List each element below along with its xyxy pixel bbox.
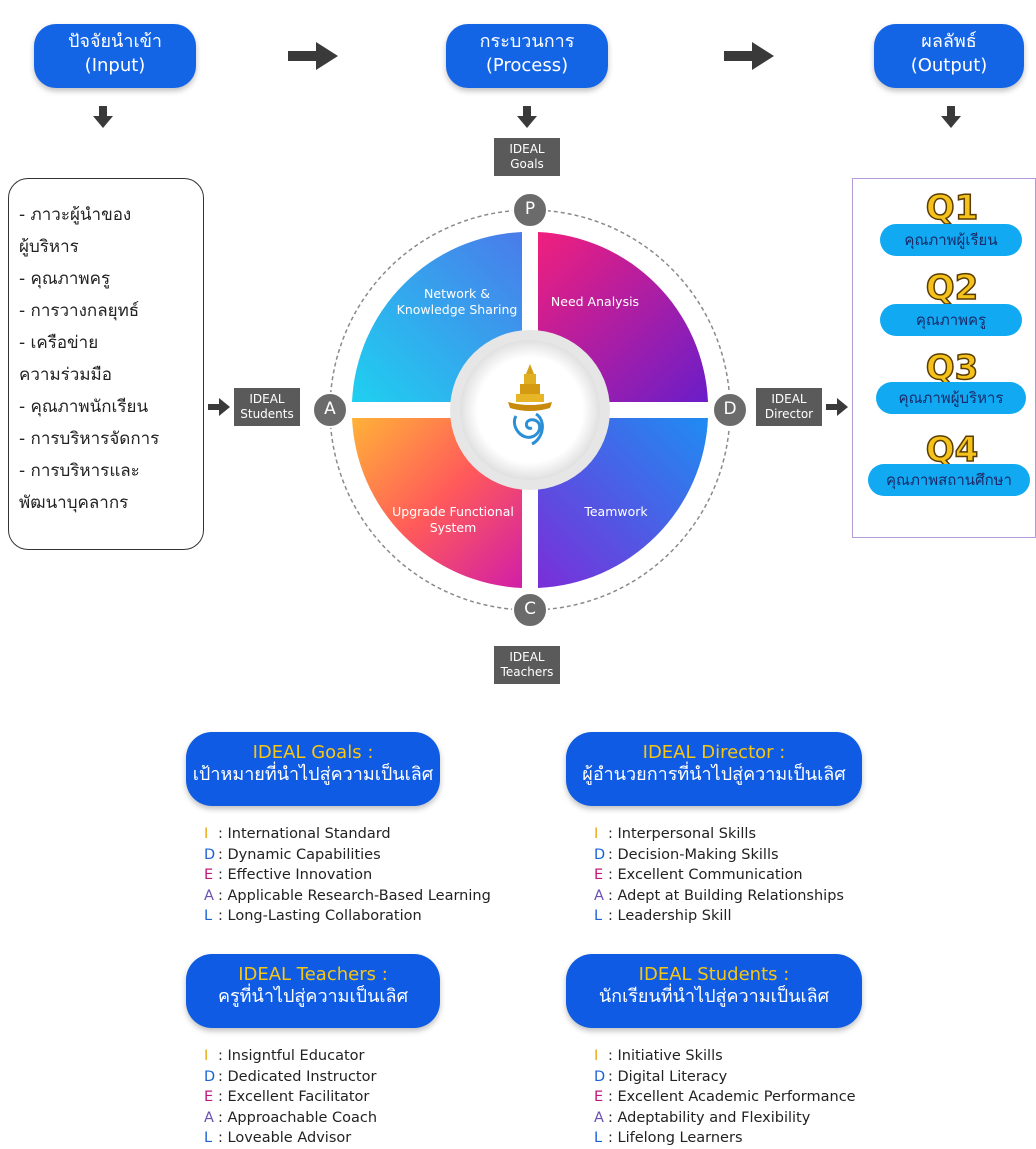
input-item: ผู้บริหาร — [19, 237, 79, 257]
tag-ideal-teachers: IDEAL Teachers — [494, 646, 560, 684]
ideal-students-title: IDEAL Students : นักเรียนที่นำไปสู่ความเ… — [566, 954, 862, 1028]
input-pill: ปัจจัยนำเข้า (Input) — [34, 24, 196, 88]
arrow-down-icon — [941, 106, 961, 128]
q3-pill: คุณภาพผู้บริหาร — [876, 382, 1026, 414]
q3-label: Q3 — [925, 347, 979, 389]
ideal-goals-subtitle: เป้าหมายที่นำไปสู่ความเป็นเลิศ — [192, 764, 434, 785]
input-item: - เครือข่าย — [19, 333, 99, 353]
ideal-director-subtitle: ผู้อำนวยการที่นำไปสู่ความเป็นเลิศ — [582, 764, 846, 785]
ideal-director-list: I: Interpersonal Skills D: Decision-Maki… — [594, 824, 844, 927]
input-item: พัฒนาบุคลากร — [19, 493, 129, 513]
node-d-label: D — [723, 399, 737, 419]
ideal-goals-list: I: International Standard D: Dynamic Cap… — [204, 824, 491, 927]
list-item: A: Adept at Building Relationships — [594, 887, 844, 904]
list-item: E: Excellent Communication — [594, 867, 803, 883]
list-item: D: Dedicated Instructor — [204, 1068, 377, 1085]
quadrant-label-upgrade: Upgrade Functional System — [392, 504, 514, 535]
process-pill-line1: กระบวนการ — [479, 31, 575, 52]
input-factors-box: - ภาวะผู้นำของ ผู้บริหาร - คุณภาพครู - ก… — [8, 178, 204, 550]
arrow-right-icon — [208, 398, 230, 416]
arrow-right-icon — [826, 398, 848, 416]
list-item: I: Insigntful Educator — [204, 1048, 365, 1064]
school-emblem-icon — [508, 364, 552, 446]
q1-label: Q1 — [925, 187, 979, 229]
tag-ideal-students: IDEAL Students — [234, 388, 300, 426]
list-item: I: Initiative Skills — [594, 1048, 723, 1064]
ideal-director-heading: IDEAL Director — [642, 742, 774, 763]
list-item: A: Adeptability and Flexibility — [594, 1109, 811, 1126]
process-pill-line2: (Process) — [485, 55, 569, 76]
node-p — [512, 192, 548, 228]
q4-label: Q4 — [925, 429, 979, 471]
arrow-down-icon — [93, 106, 113, 128]
quadrant-label-teamwork: Teamwork — [584, 504, 648, 519]
list-item: E: Excellent Academic Performance — [594, 1089, 856, 1105]
q4-pill: คุณภาพสถานศึกษา — [868, 464, 1030, 496]
ideal-students-subtitle: นักเรียนที่นำไปสู่ความเป็นเลิศ — [598, 986, 830, 1007]
ideal-teachers-title: IDEAL Teachers : ครูที่นำไปสู่ความเป็นเล… — [186, 954, 440, 1028]
ideal-students-list: I: Initiative Skills D: Digital Literacy… — [594, 1046, 856, 1149]
input-item: - ภาวะผู้นำของ — [19, 205, 132, 225]
ideal-goals-heading: IDEAL Goals — [252, 742, 362, 763]
list-item: A: Applicable Research-Based Learning — [204, 887, 491, 904]
list-item: E: Excellent Facilitator — [204, 1089, 370, 1105]
pdca-cycle-diagram — [312, 192, 748, 628]
list-item: I: Interpersonal Skills — [594, 826, 756, 842]
node-a — [312, 392, 348, 428]
arrow-down-icon — [517, 106, 537, 128]
ideal-director-title: IDEAL Director : ผู้อำนวยการที่นำไปสู่คว… — [566, 732, 862, 806]
input-item: - คุณภาพนักเรียน — [19, 397, 149, 417]
node-d — [712, 392, 748, 428]
arrow-right-icon — [288, 42, 338, 70]
node-c-label: C — [524, 599, 536, 619]
q2-pill: คุณภาพครู — [880, 304, 1022, 336]
output-pill: ผลลัพธ์ (Output) — [874, 24, 1024, 88]
input-item: - การบริหารจัดการ — [19, 429, 160, 449]
input-pill-line2: (Input) — [84, 55, 146, 76]
arrow-right-icon — [724, 42, 774, 70]
list-item: E: Effective Innovation — [204, 867, 373, 883]
node-p-label: P — [524, 199, 536, 219]
q1-pill: คุณภาพผู้เรียน — [880, 224, 1022, 256]
node-a-label: A — [324, 399, 336, 419]
tag-ideal-goals: IDEAL Goals — [494, 138, 560, 176]
ideal-teachers-list: I: Insigntful Educator D: Dedicated Inst… — [204, 1046, 377, 1149]
input-item: - การวางกลยุทธ์ — [19, 301, 140, 321]
output-pill-line2: (Output) — [910, 55, 988, 76]
list-item: I: International Standard — [204, 826, 391, 842]
input-item: - การบริหารและ — [19, 461, 140, 481]
list-item: D: Dynamic Capabilities — [204, 846, 381, 863]
ideal-goals-title: IDEAL Goals : เป้าหมายที่นำไปสู่ความเป็น… — [186, 732, 440, 806]
list-item: L: Lifelong Learners — [594, 1130, 743, 1146]
list-item: D: Digital Literacy — [594, 1068, 728, 1085]
process-pill: กระบวนการ (Process) — [446, 24, 608, 88]
list-item: L: Leadership Skill — [594, 908, 732, 924]
tag-ideal-director: IDEAL Director — [756, 388, 822, 426]
list-item: D: Decision-Making Skills — [594, 846, 779, 863]
input-pill-line1: ปัจจัยนำเข้า — [67, 31, 163, 52]
list-item: L: Loveable Advisor — [204, 1130, 352, 1146]
input-item: - คุณภาพครู — [19, 269, 111, 289]
q2-label: Q2 — [925, 267, 979, 309]
input-item: ความร่วมมือ — [19, 365, 112, 385]
output-pill-line1: ผลลัพธ์ — [921, 31, 977, 52]
list-item: L: Long-Lasting Collaboration — [204, 908, 422, 924]
list-item: A: Approachable Coach — [204, 1109, 378, 1126]
ideal-teachers-subtitle: ครูที่นำไปสู่ความเป็นเลิศ — [217, 986, 409, 1007]
ideal-teachers-heading: IDEAL Teachers — [238, 964, 376, 985]
quadrant-label-need: Need Analysis — [550, 294, 640, 309]
quadrant-label-network: Network & Knowledge Sharing — [396, 286, 518, 317]
ideal-students-heading: IDEAL Students — [638, 964, 778, 985]
node-c — [512, 592, 548, 628]
